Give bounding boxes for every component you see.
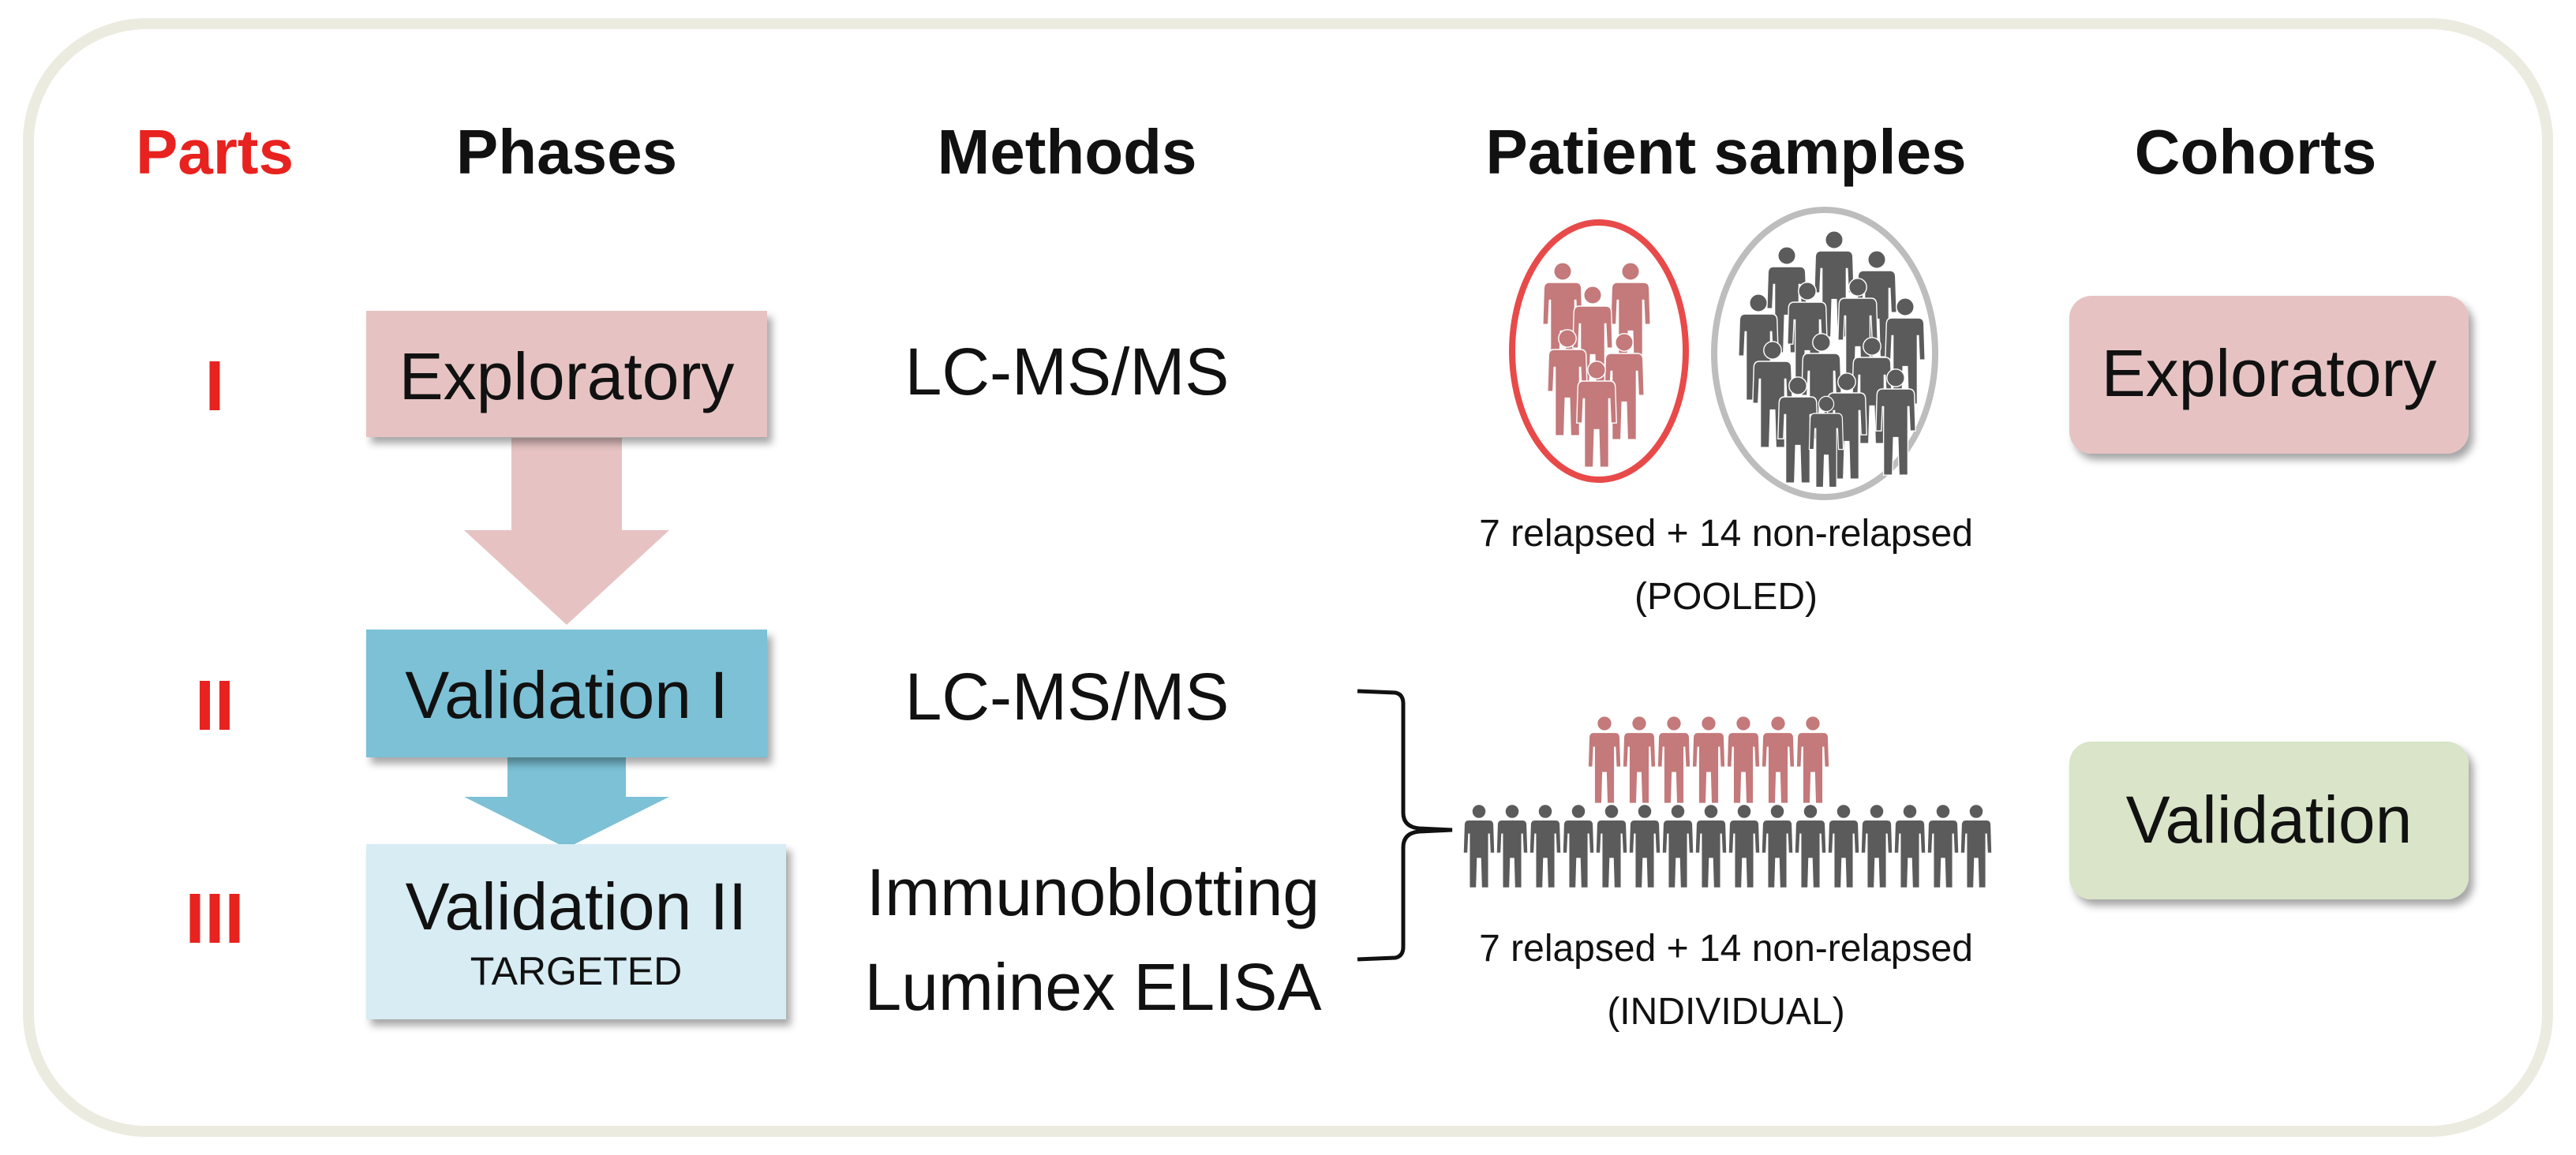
- header-parts: Parts: [136, 117, 294, 187]
- cohort-exploratory-label: Exploratory: [2102, 336, 2437, 410]
- phase-validation2-label: Validation II: [406, 869, 747, 944]
- methods-bracket: [1357, 689, 1453, 962]
- method-part3-luminex: Luminex ELISA: [865, 950, 1322, 1024]
- cohort-exploratory-box: Exploratory: [2069, 296, 2469, 454]
- phase-exploratory-label: Exploratory: [399, 339, 735, 413]
- phase-validation1-label: Validation I: [405, 658, 728, 732]
- method-part2: LC-MS/MS: [905, 660, 1230, 734]
- header-methods: Methods: [938, 117, 1197, 187]
- arrow-exploratory-to-validation: [464, 438, 669, 625]
- header-cohorts: Cohorts: [2135, 117, 2377, 187]
- header-patient-samples: Patient samples: [1485, 117, 1966, 187]
- phase-validation2-sublabel: TARGETED: [470, 949, 683, 993]
- arrow-validation1-to-validation2: [464, 757, 669, 848]
- relapsed-group-ellipse: [1509, 219, 1689, 483]
- cohort-validation-label: Validation: [2126, 783, 2413, 857]
- header-phases: Phases: [456, 117, 677, 187]
- part-I: I: [204, 347, 224, 426]
- pooled-note: (POOLED): [1634, 576, 1818, 618]
- individual-caption: 7 relapsed + 14 non-relapsed: [1479, 928, 1973, 970]
- individual-note: (INDIVIDUAL): [1607, 991, 1844, 1033]
- phase-validation1-box: Validation I: [366, 630, 767, 757]
- method-part3-immunoblotting: Immunoblotting: [867, 855, 1320, 929]
- method-part1: LC-MS/MS: [905, 335, 1230, 409]
- phase-validation2-box: Validation II TARGETED: [366, 844, 786, 1019]
- nonrelapsed-group-ellipse: [1711, 207, 1938, 500]
- cohort-validation-box: Validation: [2069, 742, 2469, 899]
- pooled-caption: 7 relapsed + 14 non-relapsed: [1479, 513, 1973, 555]
- part-III: III: [185, 880, 244, 959]
- part-II: II: [195, 667, 234, 746]
- phase-exploratory-box: Exploratory: [366, 311, 767, 437]
